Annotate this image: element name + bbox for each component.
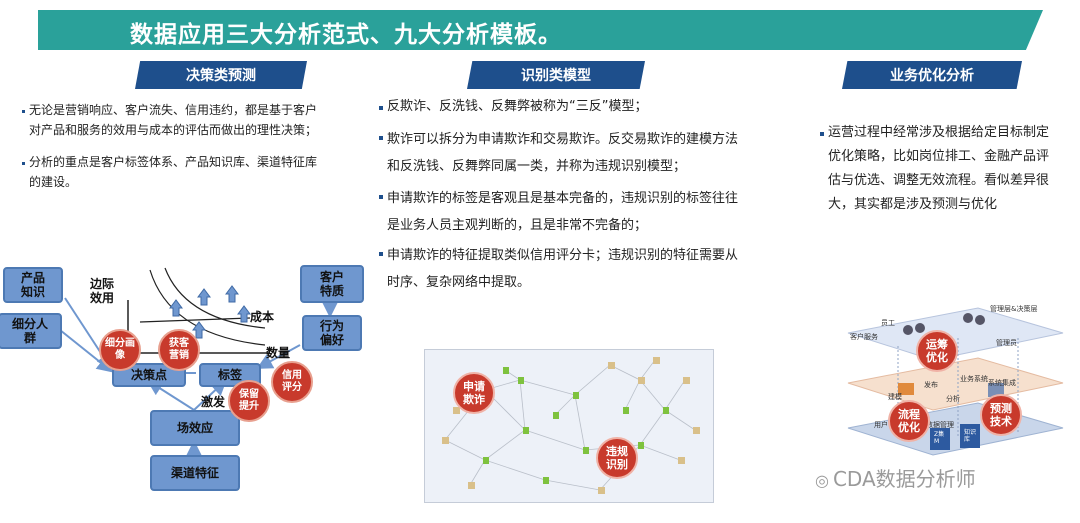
middle-bullet-4: 申请欺诈的特征提取类似信用评分卡；违规识别的特征需要从 时序、复杂网络中提取。 bbox=[387, 242, 738, 296]
middle-bullet-3: 申请欺诈的标签是客观且是基本完备的，违规识别的标签往往 是业务人员主观判断的，且… bbox=[387, 185, 738, 239]
box-product-knowledge: 产品 知识 bbox=[3, 267, 63, 303]
section-header-identification: 识别类模型 bbox=[467, 61, 645, 89]
circle-customer-acquisition: 获客 营销 bbox=[158, 329, 200, 371]
left-bullet-2-line-2: 的建设。 bbox=[29, 175, 78, 189]
right-bullet-1-line-1: 运营过程中经常涉及根据给定目标制定 bbox=[828, 125, 1050, 140]
label-user: 用户 bbox=[874, 421, 888, 429]
middle-bullet-2-line-1: 欺诈可以拆分为申请欺诈和交易欺诈。反交易欺诈的建模方法 bbox=[387, 132, 739, 147]
decision-diagram: 产品 知识 细分人 群 决策点 标签 场效应 渠道特征 客户 特质 行为 偏好 … bbox=[0, 250, 364, 523]
label-system-integration: 系统集成 bbox=[988, 379, 1016, 387]
label-customer-service: 客户服务 bbox=[850, 333, 878, 341]
box-scene-effect: 场效应 bbox=[150, 410, 240, 446]
left-bullet-1-line-2: 对产品和服务的效用与成本的评估而做出的理性决策； bbox=[29, 123, 318, 137]
bullet-marker bbox=[379, 252, 383, 256]
layered-platform-graphic bbox=[847, 307, 1064, 456]
middle-bullet-1-line-1: 反欺诈、反洗钱、反舞弊被称为“三反”模型； bbox=[387, 99, 648, 114]
left-bullet-2: 分析的重点是客户标签体系、产品知识库、渠道特征库 的建设。 bbox=[29, 152, 317, 192]
page-title: 数据应用三大分析范式、九大分析模板。 bbox=[130, 22, 562, 48]
label-quantity: 数量 bbox=[266, 346, 291, 360]
circle-violation-identification: 违规 识别 bbox=[596, 437, 638, 479]
bullet-marker bbox=[379, 195, 383, 199]
label-analysis: 分析 bbox=[946, 395, 960, 403]
section-header-decision: 决策类预测 bbox=[135, 61, 307, 89]
circle-segment-portrait: 细分画 像 bbox=[99, 329, 141, 371]
middle-bullet-3-line-1: 申请欺诈的标签是客观且是基本完备的，违规识别的标签往往 bbox=[387, 191, 739, 206]
business-optimization-diagram: 员工 客户服务 管理层&决策层 管理员 发布 业务系统 系统集成 建模 分析 用… bbox=[838, 288, 1070, 468]
middle-bullet-1: 反欺诈、反洗钱、反舞弊被称为“三反”模型； bbox=[387, 96, 647, 117]
label-marginal-utility: 边际 效用 bbox=[90, 277, 115, 305]
circle-forecasting-technology: 预测 技术 bbox=[980, 394, 1022, 436]
left-bullet-1: 无论是营销响应、客户流失、信用违约，都是基于客户 对产品和服务的效用与成本的评估… bbox=[29, 100, 317, 140]
middle-bullet-2: 欺诈可以拆分为申请欺诈和交易欺诈。反交易欺诈的建模方法 和反洗钱、反舞弊同属一类… bbox=[387, 126, 738, 180]
bullet-marker bbox=[820, 132, 824, 136]
label-management: 管理层&决策层 bbox=[990, 305, 1038, 313]
bullet-marker bbox=[379, 136, 383, 140]
network-graph-panel: 申请 欺诈 违规 识别 bbox=[424, 349, 714, 503]
middle-bullet-3-line-2: 是业务人员主观判断的，且是非常不完备的； bbox=[387, 218, 648, 233]
box-customer-traits: 客户 特质 bbox=[300, 265, 364, 303]
right-bullet-1-line-2: 优化策略，比如岗位排工、金融产品评 bbox=[828, 149, 1050, 164]
label-incentive: 激发 bbox=[201, 395, 226, 409]
circle-operations-optimization: 运筹 优化 bbox=[916, 330, 958, 372]
box-channel-features: 渠道特征 bbox=[150, 455, 240, 491]
right-bullet-1-line-4: 大，其实都是涉及预测与优化 bbox=[828, 197, 998, 212]
label-business-system: 业务系统 bbox=[960, 375, 988, 383]
left-bullet-1-line-1: 无论是营销响应、客户流失、信用违约，都是基于客户 bbox=[29, 103, 318, 117]
label-staff: 员工 bbox=[881, 319, 895, 327]
right-bullet-1: 运营过程中经常涉及根据给定目标制定 优化策略，比如岗位排工、金融产品评 估与优选… bbox=[828, 121, 1049, 217]
middle-bullet-4-line-1: 申请欺诈的特征提取类似信用评分卡；违规识别的特征需要从 bbox=[387, 248, 739, 263]
box-segment-population: 细分人 群 bbox=[0, 313, 62, 349]
left-bullet-2-line-1: 分析的重点是客户标签体系、产品知识库、渠道特征库 bbox=[29, 155, 318, 169]
watermark-text: CDA数据分析师 bbox=[832, 467, 976, 491]
bullet-marker bbox=[22, 110, 25, 113]
label-cost: 成本 bbox=[250, 310, 275, 324]
right-bullet-1-line-3: 估与优选、调整无效流程。看似差异很 bbox=[828, 173, 1050, 188]
circle-retention-uplift: 保留 提升 bbox=[228, 380, 270, 422]
wechat-icon: ◎ bbox=[815, 471, 829, 490]
label-data-management: 数据管理 bbox=[926, 421, 954, 429]
circle-application-fraud: 申请 欺诈 bbox=[453, 372, 495, 414]
label-manager: 管理员 bbox=[996, 339, 1017, 347]
watermark: ◎CDA数据分析师 bbox=[815, 463, 976, 492]
label-publish: 发布 bbox=[924, 381, 938, 389]
middle-bullet-4-line-2: 时序、复杂网络中提取。 bbox=[387, 275, 531, 290]
section-header-business-optimization: 业务优化分析 bbox=[842, 61, 1022, 89]
label-warehouse: 知识 库 bbox=[964, 429, 977, 443]
circle-credit-scoring: 信用 评分 bbox=[271, 361, 313, 403]
label-build: 建模 bbox=[888, 393, 902, 401]
bullet-marker bbox=[22, 162, 25, 165]
bullet-marker bbox=[379, 106, 383, 110]
middle-bullet-2-line-2: 和反洗钱、反舞弊同属一类，并称为违规识别模型； bbox=[387, 159, 687, 174]
box-behavior-preference: 行为 偏好 bbox=[302, 315, 362, 351]
label-cluster: Z集 M bbox=[934, 431, 945, 445]
title-banner bbox=[38, 10, 1043, 50]
circle-process-optimization: 流程 优化 bbox=[888, 400, 930, 442]
